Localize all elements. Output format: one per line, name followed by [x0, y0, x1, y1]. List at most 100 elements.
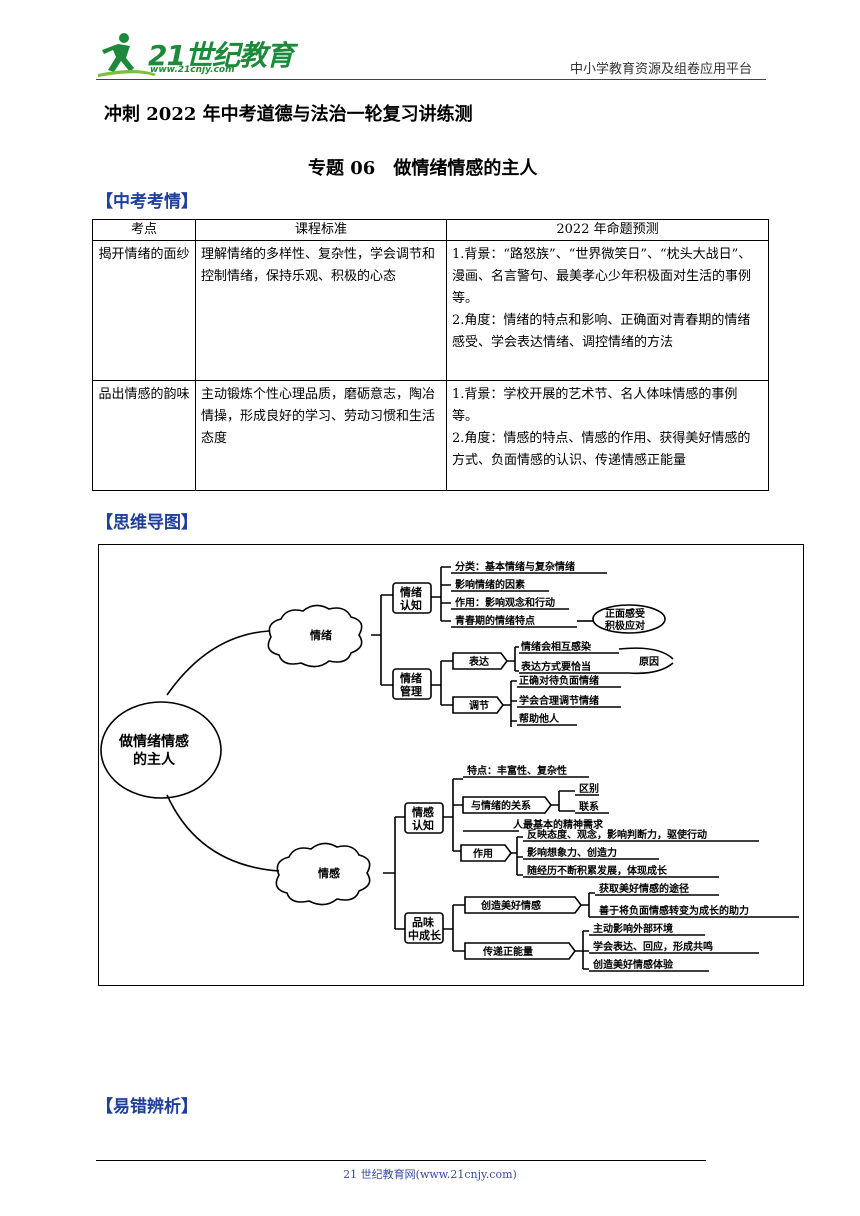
- section-exam-heading: 【中考考情】: [96, 192, 198, 212]
- effect-item: 反映态度、观念，影响判断力，驱使行动: [527, 828, 707, 841]
- emotion-cognition-item: 分类：基本情绪与复杂情绪: [455, 560, 575, 573]
- connector-line: [581, 892, 595, 918]
- section-errors-heading: 【易错辨析】: [96, 1097, 198, 1117]
- adolescent-note: 正面感受: [605, 607, 645, 620]
- feeling-trait: 特点：丰富性、复杂性: [467, 764, 567, 777]
- site-logo: [98, 33, 156, 77]
- header-platform-text: 中小学教育资源及组卷应用平台: [570, 62, 753, 77]
- table-cell-predict: 1.背景：“路怒族”、“世界微笑日”、“枕头大战日”、漫画、名言警句、最美孝心少…: [446, 240, 769, 381]
- connector-line: [166, 794, 280, 872]
- footer-divider: [96, 1160, 706, 1161]
- table-cell-standard: 理解情绪的多样性、复杂性，学会调节和控制情绪，保持乐观、积极的心态: [195, 240, 447, 381]
- spread-label: 传递正能量: [482, 945, 533, 958]
- connector-line: [511, 836, 523, 876]
- connector-line: [575, 930, 589, 970]
- logo-url: www.21cnjy.com: [150, 65, 235, 75]
- spread-item: 创造美好情感体验: [592, 958, 674, 971]
- footer-text: 21 世纪教育网(www.21cnjy.com): [343, 1168, 517, 1181]
- connector-line: [443, 778, 463, 852]
- express-label: 表达: [468, 655, 489, 668]
- table-row: 品出情感的韵味 主动锻炼个性心理品质，磨砺意志，陶冶情操，形成良好的学习、劳动习…: [92, 380, 769, 491]
- express-item: 表达方式要恰当: [520, 660, 591, 673]
- effect-tag: [460, 844, 512, 862]
- table-cell-point: 品出情感的韵味: [92, 380, 196, 491]
- basic-need: 人最基本的精神需求: [513, 818, 604, 831]
- feeling-grow-label: 中成长: [408, 928, 442, 942]
- adjust-item: 帮助他人: [519, 712, 560, 725]
- underline: [575, 794, 609, 814]
- relation-item: 联系: [579, 800, 599, 813]
- connector-line: [443, 904, 465, 952]
- connector-line: [166, 630, 270, 696]
- underline: [451, 572, 607, 628]
- mind-map: 做情绪情感 的主人 情绪 情绪 认知 分类：基本情绪与复杂情绪 影响情绪的因素 …: [98, 544, 804, 986]
- express-item: 情绪会相互感染: [521, 640, 592, 653]
- relation-label: 与情绪的关系: [471, 799, 531, 812]
- create-tag: [464, 896, 582, 914]
- underline: [595, 894, 799, 918]
- effect-item: 影响想象力、创造力: [527, 846, 617, 859]
- table-cell-predict: 1.背景：学校开展的艺术节、名人体味情感的事例等。 2.角度：情感的特点、情感的…: [446, 380, 769, 491]
- connector-line: [371, 594, 393, 686]
- connector-line: [507, 646, 519, 672]
- effect-item: 随经历不断积累发展，体现成长: [527, 864, 668, 877]
- logo-text: 21世纪教育: [148, 39, 294, 72]
- spread-item: 主动影响外部环境: [593, 922, 673, 935]
- relation-tag: [462, 796, 552, 814]
- emotion-cognition-item: 作用：影响观念和行动: [455, 596, 555, 609]
- adjust-item: 正确对待负面情绪: [519, 674, 599, 687]
- reason-bracket: [618, 647, 674, 675]
- runner-icon: [98, 33, 156, 77]
- adjust-item: 学会合理调节情绪: [519, 694, 599, 707]
- emotion-cognition-item: 青春期的情绪特点: [455, 614, 535, 627]
- table-cell-standard: 主动锻炼个性心理品质，磨砺意志，陶冶情操，形成良好的学习、劳动习惯和生活态度: [195, 380, 447, 491]
- feeling-cognition-box: [404, 802, 444, 834]
- predict-background: 1.背景：学校开展的艺术节、名人体味情感的事例等。: [452, 387, 738, 424]
- header-divider: [96, 79, 766, 80]
- predict-angle: 2.角度：情绪的特点和影响、正确面对青春期的情绪感受、学会表达情绪、调控情绪的方…: [452, 313, 751, 350]
- connector-line: [431, 660, 453, 706]
- underline: [523, 840, 759, 878]
- document-title: 冲刺 2022 年中考道德与法治一轮复习讲练测: [104, 104, 473, 125]
- connector-line: [551, 790, 575, 812]
- feeling-grow-label: 品味: [412, 915, 434, 929]
- emotion-cognition-label: 认知: [400, 598, 422, 612]
- express-tag: [452, 652, 508, 670]
- emotion-management-label: 管理: [400, 684, 422, 698]
- feeling-cognition-label: 情感: [412, 805, 434, 819]
- emotion-management-box: [392, 668, 432, 700]
- emotion-cognition-box: [392, 582, 432, 614]
- spread-tag: [464, 942, 576, 960]
- effect-label: 作用: [473, 847, 493, 860]
- connector-line: [431, 566, 451, 622]
- table-header-row: 考点 课程标准 2022 年命题预测: [92, 219, 769, 241]
- adjust-label: 调节: [469, 699, 489, 712]
- feeling-label: 情感: [318, 866, 340, 880]
- reason-label: 原因: [639, 656, 659, 668]
- topic-subtitle: 专题 06 做情绪情感的主人: [308, 158, 538, 179]
- table-cell-point: 揭开情绪的面纱: [92, 240, 196, 381]
- feeling-cognition-label: 认知: [412, 818, 434, 832]
- table-header: 课程标准: [195, 219, 447, 241]
- underline: [519, 652, 629, 674]
- predict-background: 1.背景：“路怒族”、“世界微笑日”、“枕头大战日”、漫画、名言警句、最美孝心少…: [452, 247, 752, 306]
- root-label: 做情绪情感: [118, 733, 189, 750]
- underline: [589, 934, 759, 972]
- root-label: 的主人: [133, 751, 176, 768]
- emotion-management-label: 情绪: [400, 671, 422, 685]
- relation-item: 区别: [579, 782, 599, 795]
- feeling-cloud: [275, 842, 371, 906]
- emotion-cloud: [267, 604, 363, 668]
- table-header: 2022 年命题预测: [446, 219, 769, 241]
- emotion-cognition-item: 影响情绪的因素: [455, 578, 525, 591]
- root-node-shape: [100, 701, 222, 799]
- table-row: 揭开情绪的面纱 理解情绪的多样性、复杂性，学会调节和控制情绪，保持乐观、积极的心…: [92, 240, 769, 381]
- underline: [517, 686, 621, 726]
- create-item: 善于将负面情感转变为成长的助力: [599, 904, 749, 917]
- feeling-grow-box: [404, 912, 444, 944]
- adolescent-note-shape: [592, 604, 666, 634]
- create-label: 创造美好情感: [480, 899, 541, 912]
- adjust-tag: [452, 696, 504, 714]
- emotion-cognition-label: 情绪: [400, 585, 422, 599]
- emotion-label: 情绪: [310, 628, 332, 642]
